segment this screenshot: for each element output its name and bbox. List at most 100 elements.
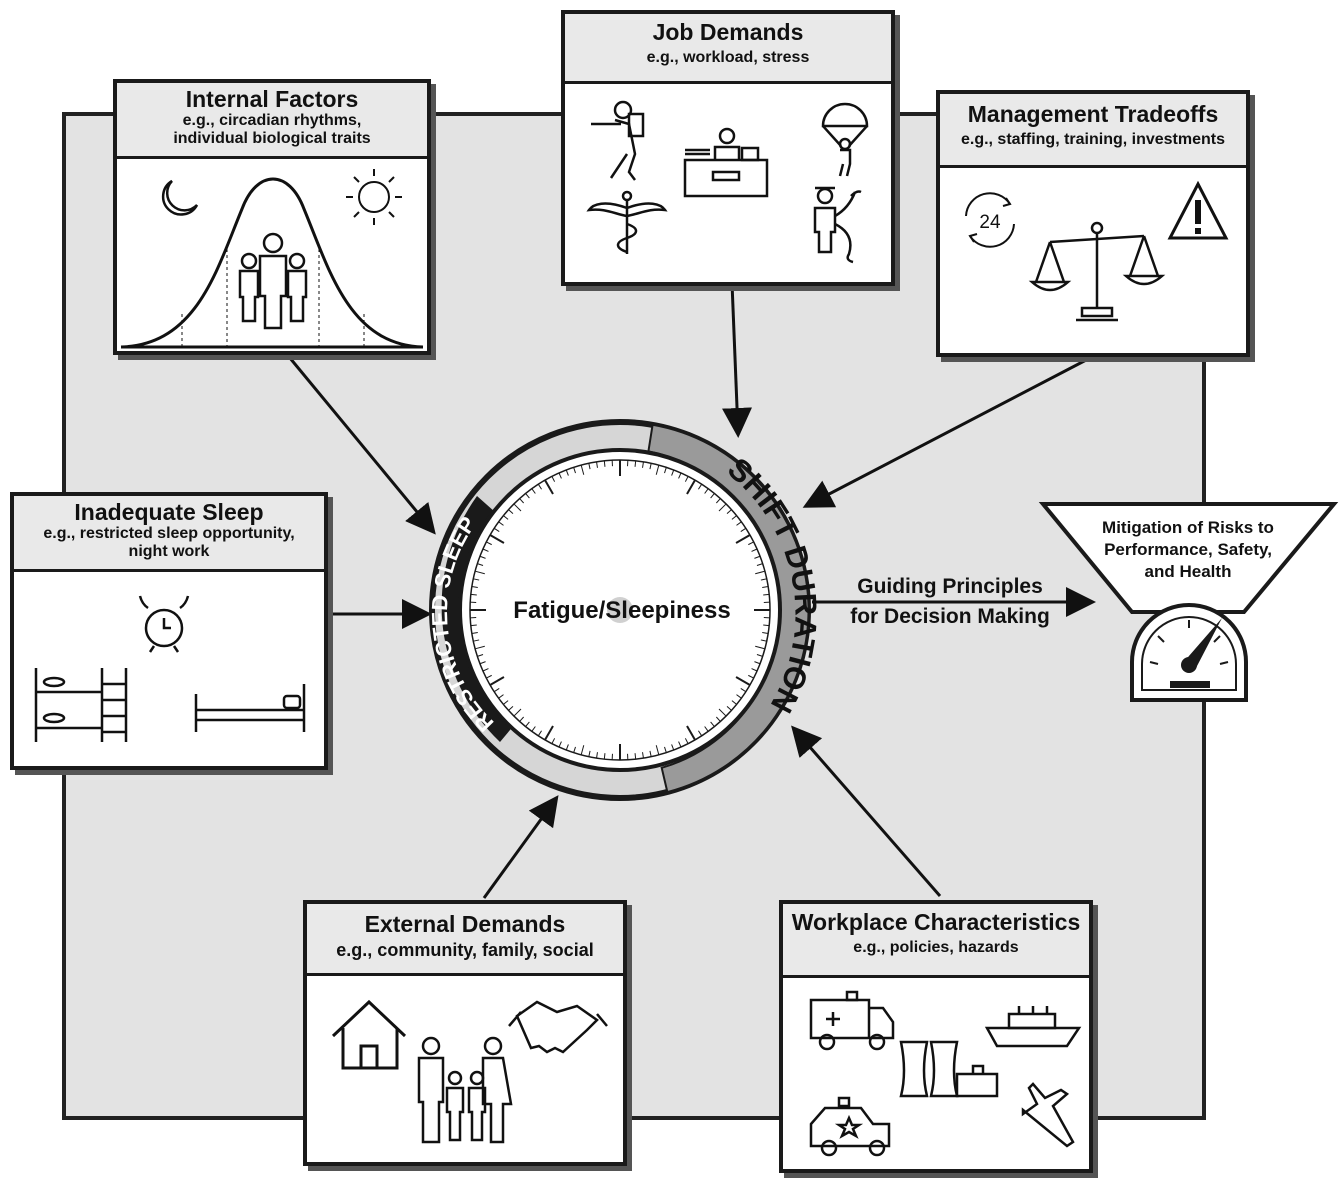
moon-icon <box>161 179 199 216</box>
soldier-icon <box>591 100 645 181</box>
dial-tick <box>519 498 525 504</box>
guiding-line-2: for Decision Making <box>850 605 1050 628</box>
external-demands-title: External Demands <box>364 911 566 937</box>
dial-tick <box>558 472 562 479</box>
dial-tick <box>503 700 509 705</box>
dial-tick <box>489 534 505 544</box>
dial-tick <box>760 578 767 581</box>
bell-curve-illustration <box>120 169 424 349</box>
dial-tick <box>474 645 485 650</box>
dial-tick <box>684 738 689 744</box>
dial-center-label: Fatigue/Sleepiness <box>513 597 730 624</box>
dial-tick <box>588 463 591 470</box>
dial-tick <box>489 676 505 686</box>
dial-tick <box>470 593 477 596</box>
dial-tick <box>479 555 486 559</box>
dial-tick <box>762 632 769 634</box>
dial-tick <box>580 464 585 475</box>
management-tradeoffs-box: Management Tradeoffs e.g., staffing, tra… <box>936 90 1250 357</box>
dial-tick <box>544 725 554 741</box>
dial-tick <box>698 483 703 490</box>
dial-tick <box>531 726 536 732</box>
arrow-internal <box>283 351 436 535</box>
dial-tick <box>655 464 660 475</box>
dial-tick <box>470 624 477 627</box>
internal-factors-header: Internal Factors e.g., circadian rhythms… <box>117 83 427 159</box>
management-icons: 24 <box>965 180 1229 322</box>
internal-factors-box: Internal Factors e.g., circadian rhythms… <box>113 79 431 355</box>
dial-tick <box>482 668 489 672</box>
inadequate-sleep-subtitle: e.g., restricted sleep opportunity, nigh… <box>43 525 295 560</box>
inadequate-sleep-title: Inadequate Sleep <box>74 499 264 525</box>
dial-tick <box>684 476 689 482</box>
dial-tick <box>748 541 754 546</box>
alarm-clock-icon <box>138 595 190 653</box>
dial-tick <box>664 746 667 753</box>
dial-tick <box>551 476 556 482</box>
dial-tick <box>482 548 489 552</box>
dial-tick <box>760 639 767 642</box>
dial-tick <box>503 515 509 520</box>
dial-tick <box>718 503 727 512</box>
warning-icon <box>1167 180 1229 240</box>
office-worker-icon <box>683 127 769 198</box>
mitigation-funnel <box>1038 502 1339 614</box>
arrow-workplace <box>791 725 942 897</box>
dial-tick <box>740 527 747 532</box>
ship-icon <box>984 1006 1082 1048</box>
clock-24-label: 24 <box>979 212 1001 233</box>
dial-tick <box>498 694 504 699</box>
dial-tick <box>634 753 637 760</box>
dial-tick <box>477 563 484 566</box>
job-demands-header: Job Demands e.g., workload, stress <box>565 14 891 84</box>
dial-tick <box>649 463 652 470</box>
dial-tick <box>588 750 591 757</box>
management-tradeoffs-header: Management Tradeoffs e.g., staffing, tra… <box>940 94 1246 168</box>
job-demands-box: Job Demands e.g., workload, stress <box>561 10 895 286</box>
dial-tick <box>573 467 576 474</box>
dial-tick <box>655 745 660 756</box>
dial-tick <box>686 479 696 495</box>
job-icons <box>586 100 869 264</box>
dial-tick <box>471 632 478 634</box>
dial-center-dot <box>607 597 633 623</box>
dial-tick <box>678 472 682 479</box>
dial-tick <box>751 548 758 552</box>
dial-tick <box>704 488 709 494</box>
arrow-job <box>722 282 753 438</box>
management-tradeoffs-subtitle: e.g., staffing, training, investments <box>960 131 1226 148</box>
dial-tick <box>710 493 715 499</box>
bunk-bed-icon <box>34 668 128 742</box>
dial-tick <box>537 483 542 490</box>
sleep-icons <box>34 595 306 742</box>
dial-tick <box>479 661 486 665</box>
dial-tick <box>755 645 766 650</box>
internal-factors-subtitle: e.g., circadian rhythms, individual biol… <box>173 112 371 147</box>
caduceus-icon <box>586 190 668 254</box>
dial-tick <box>731 700 737 705</box>
dial-tick <box>493 527 500 532</box>
dial-tick <box>754 661 761 665</box>
workplace-characteristics-header: Workplace Characteristics e.g., policies… <box>783 904 1089 978</box>
dial-tick <box>686 725 696 741</box>
ambulance-icon <box>809 990 895 1051</box>
management-tradeoffs-title: Management Tradeoffs <box>967 101 1219 127</box>
job-demands-subtitle: e.g., workload, stress <box>646 49 810 66</box>
restricted-sleep-arc <box>441 496 515 742</box>
gauge-body <box>1130 603 1248 702</box>
dial-tick <box>473 639 480 642</box>
dial-tick <box>735 534 751 544</box>
dial-tick <box>762 586 769 588</box>
dial-tick <box>474 570 485 575</box>
dial-tick <box>756 563 763 566</box>
arrow-management <box>802 356 1091 508</box>
airplane-icon <box>1021 1082 1075 1148</box>
dial-tick <box>493 688 500 693</box>
dial-tick <box>715 498 721 504</box>
family-icon <box>417 1036 513 1144</box>
dial-tick <box>763 593 770 596</box>
dial-tick <box>537 730 542 737</box>
